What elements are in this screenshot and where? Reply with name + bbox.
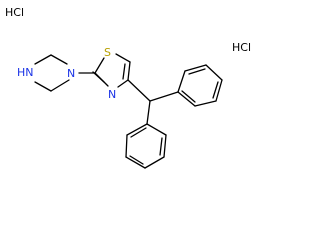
bond — [188, 68, 206, 75]
bond — [177, 91, 196, 107]
bond — [129, 155, 144, 165]
bond — [163, 134, 167, 158]
hcl-left-label: HCl — [5, 6, 24, 19]
bond — [194, 100, 217, 107]
bond — [122, 63, 126, 80]
bond — [130, 127, 147, 138]
bond — [92, 71, 105, 83]
bond — [50, 79, 70, 92]
bond — [215, 79, 223, 102]
bond — [126, 123, 148, 136]
bond — [94, 57, 105, 74]
bond — [149, 91, 179, 102]
piperazine-nh-label: HN — [17, 66, 34, 79]
bond — [212, 81, 219, 99]
phenyl-ring-lower — [125, 123, 167, 169]
bond — [184, 64, 207, 72]
thiazole-s-label: S — [104, 46, 111, 59]
bond — [181, 90, 196, 103]
bond — [34, 54, 52, 65]
bond — [125, 134, 128, 158]
bond — [205, 64, 223, 81]
bond — [146, 100, 151, 125]
bond — [127, 61, 131, 81]
bond — [159, 137, 163, 156]
piperazine-n-label: N — [67, 67, 75, 80]
hcl-right-label: HCl — [232, 41, 251, 54]
bond — [50, 54, 68, 65]
thiazole-n-label: N — [108, 88, 116, 101]
bond — [144, 156, 165, 169]
bond — [115, 53, 131, 63]
bond — [125, 156, 146, 169]
bond — [146, 123, 167, 136]
thiazole-ring — [92, 53, 131, 88]
bond — [34, 81, 52, 92]
piperazine-ring — [34, 54, 70, 92]
bond — [117, 79, 129, 88]
molecule-drawing: HCl HCl HN N S N — [5, 6, 251, 169]
structure-canvas: HCl HCl HN N S N — [5, 6, 251, 169]
phenyl-ring-upper — [177, 64, 223, 107]
bond — [127, 79, 151, 102]
bond — [177, 70, 186, 93]
